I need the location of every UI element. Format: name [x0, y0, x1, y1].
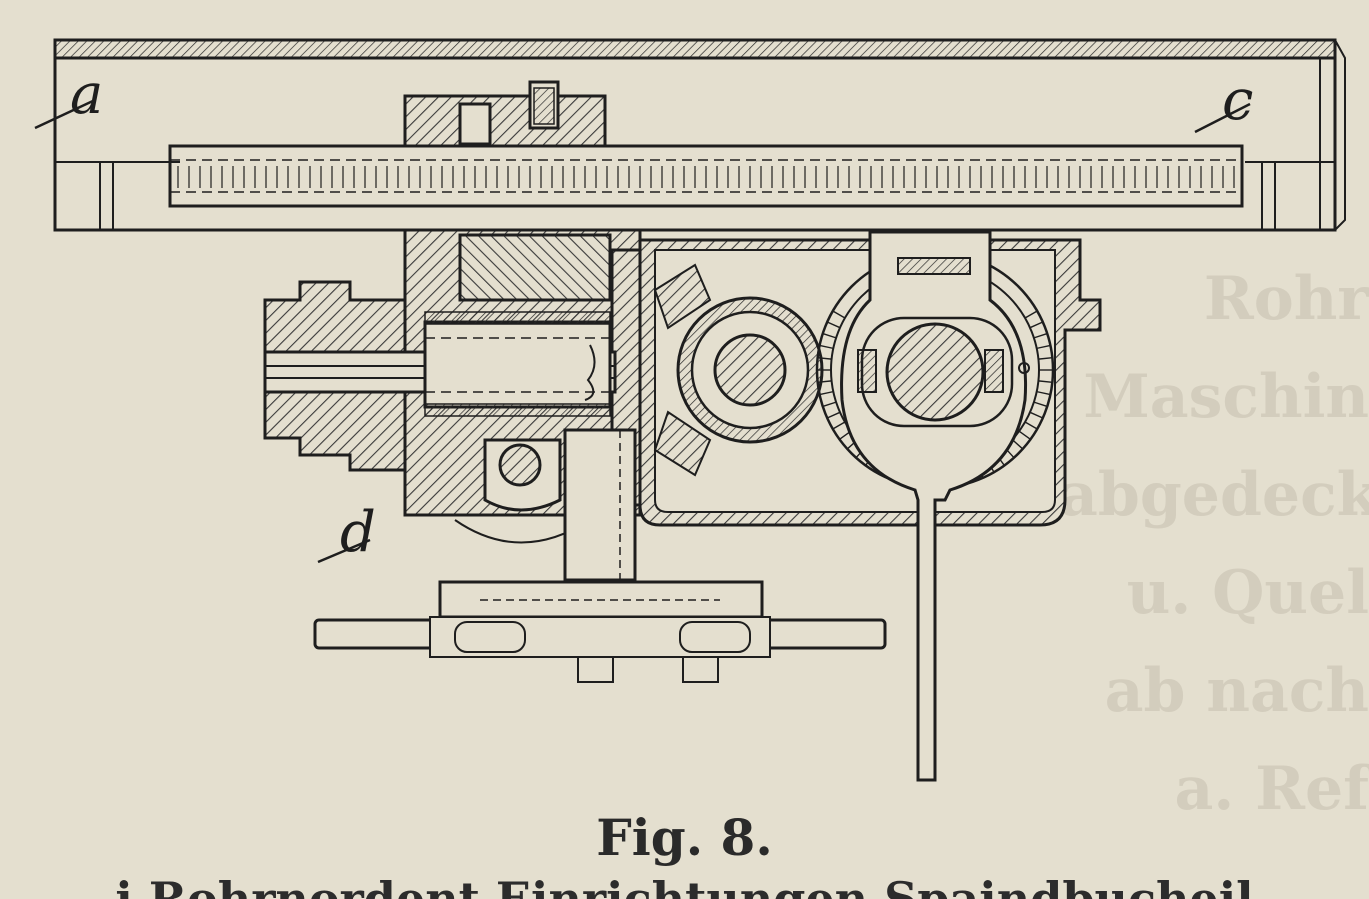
wheel-tooth — [832, 310, 846, 319]
bottom-text-line: i Rohrnordent Einrichtungen Spaindbuchei… — [115, 872, 1254, 899]
bleed-through-line: Maschin — [1083, 362, 1369, 432]
bleed-through-line: u. Quel — [1126, 558, 1369, 628]
wheel-tooth — [1033, 332, 1048, 339]
wheel-tooth — [826, 411, 841, 419]
wheel-tooth — [1029, 321, 1044, 329]
lower-support — [454, 428, 637, 582]
wheel-tooth — [1024, 310, 1038, 319]
wheel-tooth — [1033, 401, 1048, 408]
wheel-tooth — [822, 332, 837, 339]
label-a: a — [70, 62, 104, 127]
wheel-tooth — [1011, 439, 1024, 450]
wheel-tooth — [1018, 430, 1031, 440]
wheel-tooth — [1036, 344, 1051, 350]
wheel-tooth — [817, 356, 832, 360]
figure-caption: Fig. 8. — [596, 808, 773, 867]
bottom-bracket — [313, 580, 887, 683]
wheel-tooth — [826, 321, 841, 329]
rack-bar — [168, 144, 1244, 208]
label-d: d — [340, 500, 376, 565]
bleed-through-line: a. Ref — [1174, 754, 1369, 824]
spindle-chuck — [263, 280, 617, 472]
wheel-tooth — [1029, 411, 1044, 419]
selector-lever — [840, 230, 1030, 782]
wheel-tooth — [819, 344, 834, 350]
bleed-through-line: abgedeck — [1059, 460, 1369, 530]
bevel-gear — [653, 263, 824, 477]
top-plate — [53, 38, 1346, 232]
wheel-tooth — [1036, 390, 1051, 396]
label-leaders — [34, 98, 1251, 564]
top-clamp — [403, 80, 607, 148]
wheel-tooth — [1038, 356, 1053, 360]
wheel-tooth — [819, 390, 834, 396]
wheel-tooth — [1038, 380, 1053, 384]
wheel-tooth — [817, 380, 832, 384]
wheel-tooth — [1024, 421, 1038, 430]
wheel-tooth — [822, 401, 837, 408]
bleed-through-line: ab nach — [1104, 656, 1369, 726]
wheel-tooth — [832, 421, 846, 430]
bleed-through-line: Rohr — [1203, 264, 1369, 334]
label-c: c — [1222, 68, 1254, 133]
